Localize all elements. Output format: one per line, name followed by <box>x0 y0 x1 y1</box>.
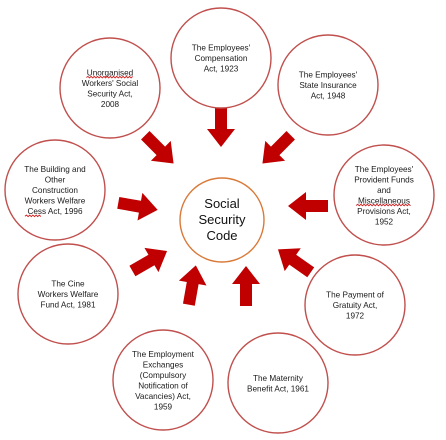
arrow-shape <box>288 192 328 220</box>
act-node-building-construction: The Building andOtherConstructionWorkers… <box>4 139 106 241</box>
act-node-provident-funds: The Employees'Provident Funds andMiscella… <box>333 144 435 246</box>
arrow-shape <box>232 266 260 306</box>
arrow-7 <box>129 247 168 277</box>
act-circle <box>304 254 406 356</box>
act-label-line: The Maternity <box>253 374 304 383</box>
act-label-line: Exchanges <box>143 360 184 369</box>
arrow-shape <box>117 192 158 221</box>
act-label-line: Act, 1923 <box>204 65 239 74</box>
act-label-line: The Cine <box>51 280 85 289</box>
act-circle <box>277 34 379 136</box>
act-label-line: Benefit Act, 1961 <box>247 384 309 393</box>
act-label-line: Cess Act, 1996 <box>27 207 83 216</box>
spellcheck-underline <box>86 75 134 79</box>
arrow-shape <box>178 265 207 306</box>
act-label-line: The Employees' <box>355 165 414 174</box>
act-label-line: Construction <box>32 186 78 195</box>
arrow-5 <box>232 266 260 306</box>
act-label-line: Other <box>45 176 66 185</box>
act-label-line: The Employment <box>132 350 195 359</box>
arrow-3 <box>288 192 328 220</box>
act-label-line: Provisions Act, <box>357 207 411 216</box>
act-label-line: 1959 <box>154 402 173 411</box>
act-label-line: Miscellaneous <box>358 196 410 205</box>
act-label-line: Notification of <box>138 381 188 390</box>
arrow-1 <box>207 107 235 147</box>
act-label-line: 2008 <box>101 100 120 109</box>
arrow-shape <box>262 131 295 164</box>
act-label-line: 1952 <box>375 217 394 226</box>
arrow-2 <box>262 131 295 164</box>
act-label-line: Act, 1948 <box>311 92 346 101</box>
center-label-line: Social <box>204 196 240 211</box>
act-circle <box>17 243 119 345</box>
act-circle <box>227 332 329 434</box>
center-label-line: Code <box>206 228 237 243</box>
act-label-line: Compensation <box>195 54 248 63</box>
act-circle <box>112 329 214 431</box>
arrow-6 <box>178 265 207 306</box>
act-circle <box>170 7 272 109</box>
spellcheck-underline <box>24 214 42 218</box>
act-circle <box>59 37 161 139</box>
act-label-line: Workers Welfare <box>38 290 99 299</box>
act-label-line: The Building and <box>24 165 86 174</box>
act-label-line: The Payment of <box>326 291 385 300</box>
act-label-line: State Insurance <box>299 81 357 90</box>
act-label-line: 1972 <box>346 312 365 321</box>
arrow-8 <box>117 192 158 221</box>
arrow-9 <box>141 131 174 164</box>
act-label-line: The Employees' <box>192 44 251 53</box>
arrow-shape <box>207 107 235 147</box>
act-label-line: Workers' Social <box>82 79 139 88</box>
arrow-shape <box>141 131 174 164</box>
act-label-line: Gratuity Act, <box>333 301 378 310</box>
center-label-line: Security <box>199 212 246 227</box>
arrow-shape <box>277 248 315 278</box>
arrow-4 <box>277 248 315 278</box>
act-label-line: Fund Act, 1981 <box>40 301 96 310</box>
act-label-line: Vacancies) Act, <box>135 392 191 401</box>
act-label-line: Unorganised <box>87 68 134 77</box>
act-label-line: Security Act, <box>87 89 133 98</box>
center-circle <box>179 177 265 263</box>
arrows-group <box>117 107 328 306</box>
act-label-line: Provident Funds <box>354 175 414 184</box>
act-label-line: and <box>377 186 391 195</box>
act-label-line: Workers Welfare <box>25 197 86 206</box>
act-label-line: The Employees' <box>299 71 358 80</box>
spellcheck-underline <box>355 203 411 207</box>
act-label-line: (Compulsory <box>140 371 187 380</box>
arrow-shape <box>129 247 168 277</box>
act-circle <box>333 144 435 246</box>
